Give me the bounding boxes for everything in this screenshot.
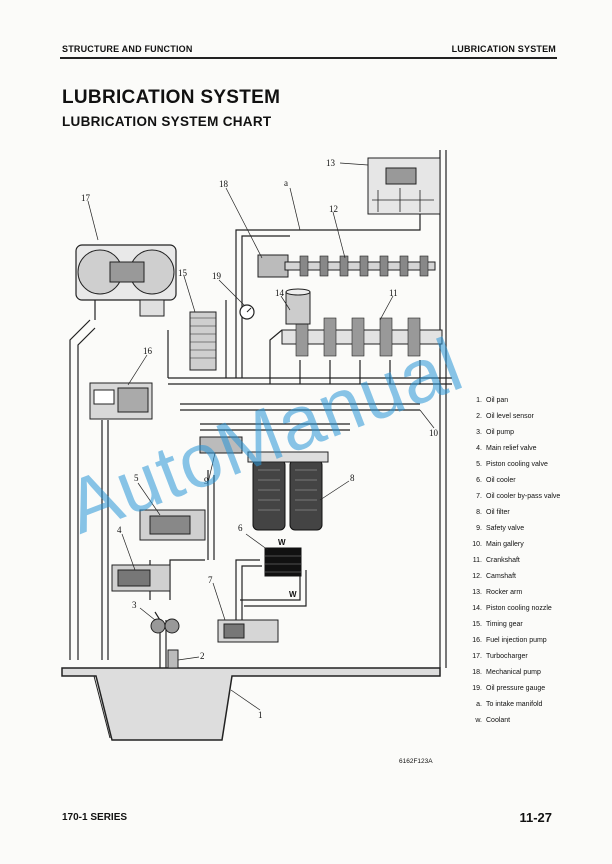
fuel-injection-pump: [89, 382, 153, 420]
callout-17: 17: [81, 193, 91, 203]
legend-item: 3.Oil pump: [476, 429, 515, 436]
legend-item: 2.Oil level sensor: [476, 413, 534, 420]
legend-item: 5.Piston cooling valve: [476, 461, 548, 468]
legend-item: 12.Camshaft: [472, 573, 516, 580]
legend-item: 6.Oil cooler: [476, 477, 516, 484]
oil-level-sensor: [167, 649, 179, 669]
piston-cooling-nozzle: [285, 288, 311, 325]
page-number: 11-27: [519, 810, 552, 825]
legend-item: 15.Timing gear: [472, 621, 523, 628]
legend-item: 17.Turbocharger: [472, 653, 528, 660]
callout-16: 16: [143, 346, 153, 356]
callout-19: 19: [212, 271, 222, 281]
oil-pipes: [69, 150, 452, 668]
callout-8: 8: [350, 473, 355, 483]
legend-item: 14.Piston cooling nozzle: [472, 605, 552, 612]
legend-item: a.To intake manifold: [476, 701, 543, 708]
topic-header: LUBRICATION SYSTEM: [451, 44, 556, 54]
callout-1: 1: [258, 710, 263, 720]
mechanical-pump: [257, 254, 289, 278]
footer-series: 170-1 SERIES: [62, 812, 128, 823]
callout-13: 13: [326, 158, 336, 168]
legend-item: 11.Crankshaft: [472, 557, 520, 564]
callout-w-out: W: [289, 590, 297, 599]
legend-item: 7.Oil cooler by-pass valve: [476, 493, 561, 500]
legend-item: 9.Safety valve: [476, 525, 525, 532]
callout-6: 6: [238, 523, 243, 533]
callout-14: 14: [275, 288, 285, 298]
oil-pan: [61, 667, 441, 741]
figure-code: 6162F123A: [399, 758, 433, 765]
legend-item: 10.Main gallery: [472, 541, 524, 548]
page-title: LUBRICATION SYSTEM: [62, 87, 281, 108]
legend-item: w.Coolant: [475, 717, 511, 724]
oil-cooler-bypass-valve: [217, 619, 279, 643]
callout-11: 11: [389, 288, 398, 298]
callout-a: a: [284, 178, 288, 188]
crankshaft: [281, 317, 443, 357]
leader-lines: [87, 162, 435, 711]
legend-item: 8.Oil filter: [476, 509, 510, 516]
rocker-arm: [367, 157, 441, 215]
callout-5: 5: [134, 473, 139, 483]
parts-legend: 1.Oil pan 2.Oil level sensor 3.Oil pump …: [462, 397, 572, 733]
callout-12: 12: [329, 204, 338, 214]
callout-2: 2: [200, 651, 205, 661]
callout-10: 10: [429, 428, 439, 438]
oil-pressure-gauge: [239, 304, 255, 320]
legend-item: 19.Oil pressure gauge: [472, 685, 546, 692]
legend-item: 4.Main relief valve: [476, 445, 537, 452]
oil-pump: [150, 618, 180, 634]
callout-15: 15: [178, 268, 188, 278]
oil-cooler: [264, 547, 302, 577]
callout-4: 4: [117, 525, 122, 535]
camshaft: [284, 255, 436, 277]
turbocharger: [75, 244, 177, 317]
callout-9: 9: [204, 476, 209, 486]
callout-18: 18: [219, 179, 229, 189]
timing-gear: [189, 311, 217, 371]
safety-valve: [199, 436, 243, 454]
legend-item: 16.Fuel injection pump: [472, 637, 547, 644]
header-rule: [60, 57, 557, 59]
callout-7: 7: [208, 575, 213, 585]
piston-cooling-valve: [139, 509, 206, 541]
callout-w-in: W: [278, 538, 286, 547]
legend-item: 18.Mechanical pump: [472, 669, 541, 676]
oil-filters: [247, 451, 329, 531]
main-relief-valve: [111, 564, 171, 592]
legend-item: 13.Rocker arm: [472, 589, 523, 596]
page-subtitle: LUBRICATION SYSTEM CHART: [62, 114, 272, 129]
section-header: STRUCTURE AND FUNCTION: [62, 44, 193, 54]
callout-3: 3: [132, 600, 137, 610]
legend-item: 1.Oil pan: [476, 397, 509, 404]
